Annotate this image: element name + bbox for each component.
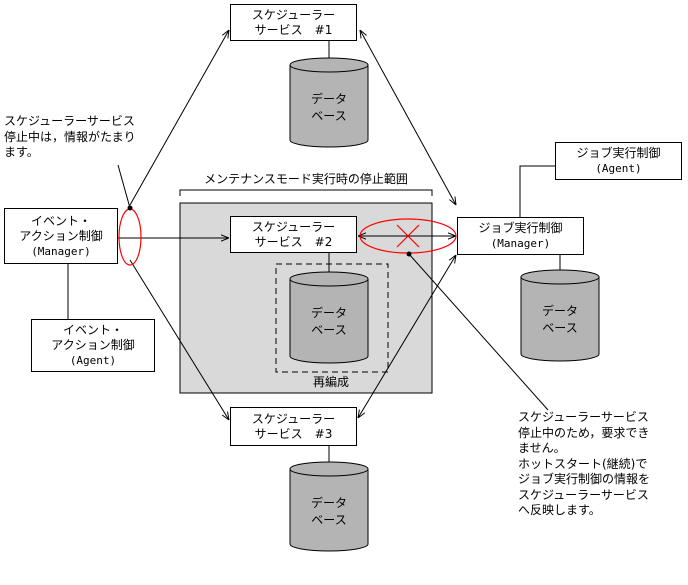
event-action-manager: イベント・ アクション制御 (Manager) [4,208,118,264]
blocked-cross-icon [396,224,420,248]
db-s2-label-2: ベース [311,323,346,337]
scheduler-service-1: スケジューラー サービス #1 [230,4,357,41]
scheduler-1-line1: スケジューラー [251,7,336,22]
scheduler-2-line2: サービス #2 [254,234,333,249]
db-s3-label-1: データ [311,495,347,510]
db-s1-label-2: ベース [311,109,346,123]
job-agent-line2: (Agent) [595,162,642,175]
maintenance-bracket [179,189,433,196]
leader-left [117,164,131,209]
note-right: スケジューラーサービス 停止中のため，要求でき ません。 ホットスタート(継続)… [518,410,651,517]
job-execution-agent: ジョブ実行制御 (Agent) [555,142,682,180]
line-event-to-s1 [129,30,229,206]
event-agent-line3: (Agent) [69,354,117,367]
leader-dot-left [127,205,133,211]
event-action-agent: イベント・ アクション制御 (Agent) [31,319,155,372]
scheduler-1-line2: サービス #1 [254,22,333,37]
db-s3-label-2: ベース [311,513,346,527]
event-agent-line1: イベント・ [62,323,123,337]
scheduler-3-line2: サービス #3 [254,426,333,441]
job-agent-line1: ジョブ実行制御 [576,146,661,160]
scheduler-service-2: スケジューラー サービス #2 [230,216,357,253]
reorg-label: 再編成 [313,374,349,389]
db-s2-label-1: データ [311,305,347,320]
scheduler-3-line1: スケジューラー [251,411,336,426]
scheduler-2-line1: スケジューラー [251,219,336,234]
db-job-label-1: データ [542,303,578,318]
job-manager-line2: (Manager) [490,237,551,250]
database-s2 [289,271,369,364]
leader-right [408,253,549,411]
database-s1 [289,57,369,148]
line-event-to-s3 [129,259,229,420]
event-manager-line3: (Manager) [31,244,91,258]
job-execution-manager: ジョブ実行制御 (Manager) [457,217,584,255]
event-manager-line1: イベント・ [30,213,91,228]
scheduler-service-3: スケジューラー サービス #3 [230,407,357,446]
line-job-to-s3 [358,255,456,418]
left-highlight-ellipse [118,208,142,266]
database-job [520,269,600,362]
maintenance-label: メンテナンスモード実行時の停止範囲 [204,171,408,186]
leader-dot-right [406,251,412,257]
event-agent-line2: アクション制御 [51,338,135,352]
db-s1-label-1: データ [311,91,347,106]
note-left: スケジューラーサービス 停止中は，情報がたまり ます。 [4,114,136,159]
line-job-to-s1 [360,30,456,205]
line-job-agent [519,165,555,218]
db-job-label-2: ベース [542,321,577,335]
job-manager-line1: ジョブ実行制御 [478,221,563,235]
event-manager-line2: アクション制御 [19,228,103,243]
database-s3 [289,461,369,552]
